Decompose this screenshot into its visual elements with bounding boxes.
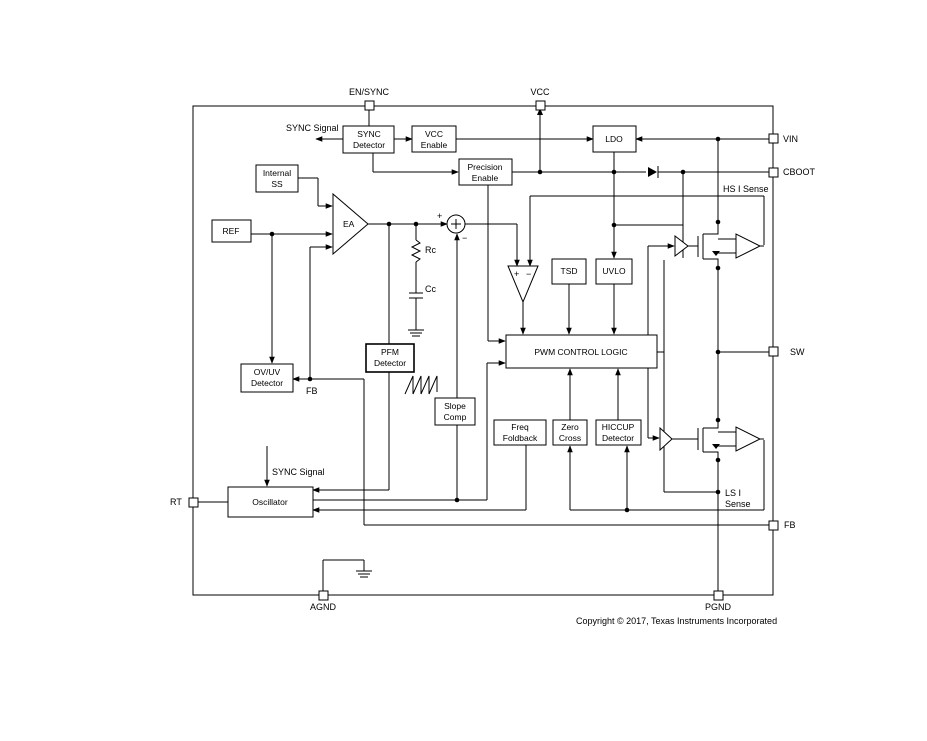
- precision-enable-line1: Precision: [468, 162, 503, 172]
- fb-internal-label: FB: [306, 386, 318, 396]
- sync-detector-line2: Detector: [353, 140, 385, 150]
- ref-block: REF: [211, 219, 252, 243]
- wires: [198, 108, 770, 592]
- ref-label: REF: [223, 226, 240, 236]
- copyright-text: Copyright © 2017, Texas Instruments Inco…: [576, 616, 777, 626]
- vcc-enable-line2: Enable: [421, 140, 448, 150]
- pin-en-sync-label: EN/SYNC: [349, 87, 390, 97]
- slope-comp-line1: Slope: [444, 401, 466, 411]
- pin-vin-label: VIN: [783, 134, 798, 144]
- ov-uv-detector-block: OV/UV Detector: [240, 363, 294, 393]
- tsd-label: TSD: [561, 266, 578, 276]
- tsd-block: TSD: [551, 258, 587, 285]
- hs-current-sense-amp: [718, 233, 764, 259]
- hs-i-sense-label: HS I Sense: [723, 184, 769, 194]
- hiccup-detector-line1: HICCUP: [602, 422, 635, 432]
- sync-signal-osc-label: SYNC Signal: [272, 467, 325, 477]
- internal-ss-line1: Internal: [263, 168, 291, 178]
- zero-cross-line2: Cross: [559, 433, 581, 443]
- pwm-control-logic-label: PWM CONTROL LOGIC: [534, 347, 627, 357]
- pin-sw-label: SW: [790, 347, 805, 357]
- oscillator-label: Oscillator: [252, 497, 288, 507]
- ls-current-sense-amp: [718, 426, 764, 452]
- pin-squares: [188, 100, 779, 601]
- zero-cross-line1: Zero: [561, 422, 579, 432]
- ldo-label: LDO: [605, 134, 623, 144]
- cc-label: Cc: [425, 284, 436, 294]
- vcc-enable-block: VCC Enable: [411, 125, 457, 153]
- slope-comp-block: Slope Comp: [434, 397, 476, 426]
- precision-enable-block: Precision Enable: [458, 158, 513, 186]
- freq-foldback-line1: Freq: [511, 422, 529, 432]
- pin-cboot-label: CBOOT: [783, 167, 816, 177]
- ls-mosfet: [702, 420, 720, 460]
- ls-gate-driver: [659, 426, 699, 452]
- pin-pgnd-label: PGND: [705, 602, 732, 612]
- pfm-detector-block: PFM Detector: [365, 343, 415, 373]
- pwm-comparator: + −: [507, 265, 539, 304]
- hiccup-detector-block: HICCUP Detector: [595, 419, 642, 446]
- ov-uv-line2: Detector: [251, 378, 283, 388]
- oscillator-block: Oscillator: [227, 486, 314, 518]
- hiccup-detector-line2: Detector: [602, 433, 634, 443]
- ov-uv-line1: OV/UV: [254, 367, 281, 377]
- precision-enable-line2: Enable: [472, 173, 499, 183]
- sum-minus-label: −: [462, 233, 467, 243]
- rc-label: Rc: [425, 245, 436, 255]
- hs-gate-driver: [674, 234, 699, 258]
- slope-comp-line2: Comp: [444, 412, 467, 422]
- junction-dots: [269, 136, 721, 513]
- ls-i-sense-line1: LS I: [725, 488, 741, 498]
- internal-ss-block: Internal SS: [255, 164, 299, 193]
- sync-detector-block: SYNC Detector: [342, 125, 395, 154]
- pin-rt-label: RT: [170, 497, 182, 507]
- sync-detector-line1: SYNC: [357, 129, 381, 139]
- hs-mosfet: [702, 222, 720, 268]
- pfm-detector-line2: Detector: [374, 358, 406, 368]
- sum-plus-label: +: [437, 211, 442, 221]
- pfm-detector-line1: PFM: [381, 347, 399, 357]
- comparator-minus-label: −: [526, 269, 531, 279]
- vcc-enable-line1: VCC: [425, 129, 443, 139]
- ldo-block: LDO: [592, 125, 637, 153]
- uvlo-block: UVLO: [595, 258, 633, 285]
- pwm-control-logic-block: PWM CONTROL LOGIC: [505, 334, 658, 369]
- uvlo-label: UVLO: [602, 266, 626, 276]
- comparator-plus-label: +: [514, 269, 519, 279]
- pin-agnd-label: AGND: [310, 602, 337, 612]
- ea-label: EA: [343, 219, 355, 229]
- ea-amplifier: EA: [332, 192, 369, 256]
- internal-ss-line2: SS: [271, 179, 283, 189]
- pin-fb-label: FB: [784, 520, 796, 530]
- zero-cross-block: Zero Cross: [552, 419, 588, 446]
- freq-foldback-line2: Foldback: [503, 433, 538, 443]
- ls-i-sense-line2: Sense: [725, 499, 751, 509]
- pin-vcc-label: VCC: [530, 87, 550, 97]
- summing-junction: + −: [437, 211, 467, 243]
- sync-signal-top-label: SYNC Signal: [286, 123, 339, 133]
- freq-foldback-block: Freq Foldback: [493, 419, 547, 446]
